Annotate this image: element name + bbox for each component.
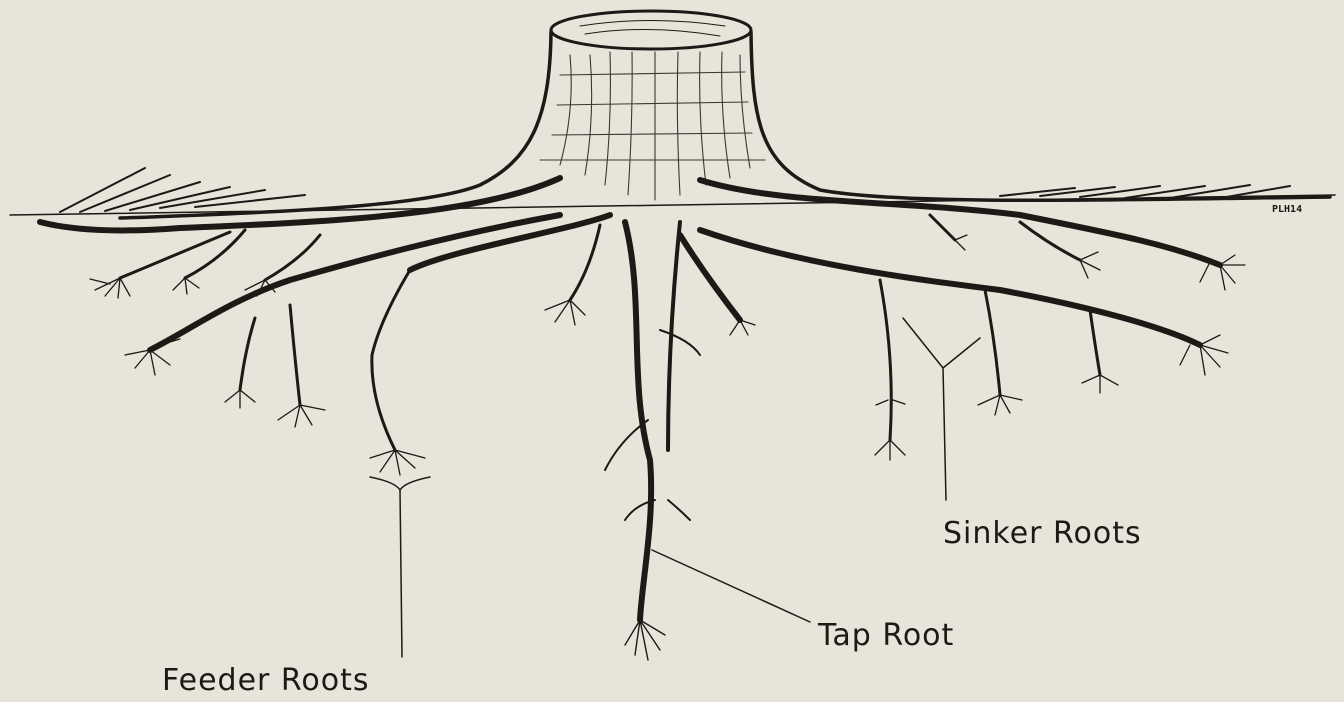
lateral-roots-right [680,180,1220,345]
sinker-roots-label: Sinker Roots [943,516,1142,551]
root-tips-right [730,235,1245,460]
root-tips-left [90,278,585,475]
artist-initials: PLH14 [1272,204,1302,215]
tap-root [605,222,700,660]
tap-root-label: Tap Root [818,618,954,653]
branch-roots-right [880,215,1100,440]
ground-hatching [10,168,1335,215]
feeder-roots-label: Feeder Roots [162,663,370,698]
leader-lines [370,318,980,657]
